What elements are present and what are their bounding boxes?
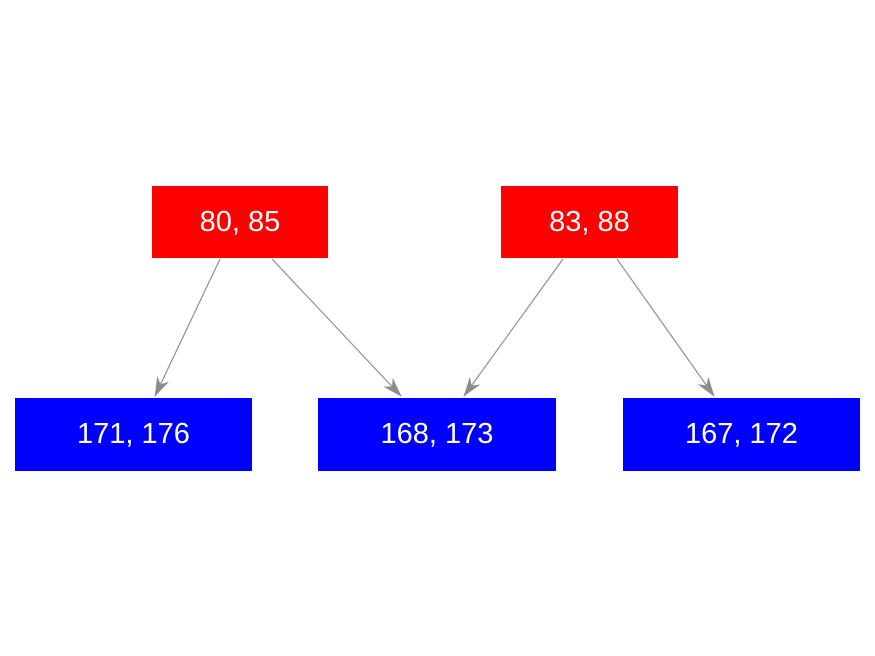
edge-83-88-to-167-172 [616,258,715,397]
graph-node-167-172: 167, 172 [623,398,860,471]
edge-80-85-to-168-173 [271,258,402,397]
edge-80-85-to-171-176 [154,258,221,397]
node-label: 168, 173 [380,418,494,450]
edge-83-88-to-168-173 [463,258,564,397]
node-label: 80, 85 [199,205,281,238]
graph-node-83-88: 83, 88 [501,186,678,258]
graph-node-171-176: 171, 176 [15,398,252,471]
node-label: 167, 172 [685,418,798,450]
node-label: 171, 176 [77,418,190,450]
node-label: 83, 88 [549,205,630,238]
graph-node-168-173: 168, 173 [318,398,556,471]
graph-node-80-85: 80, 85 [152,186,328,258]
